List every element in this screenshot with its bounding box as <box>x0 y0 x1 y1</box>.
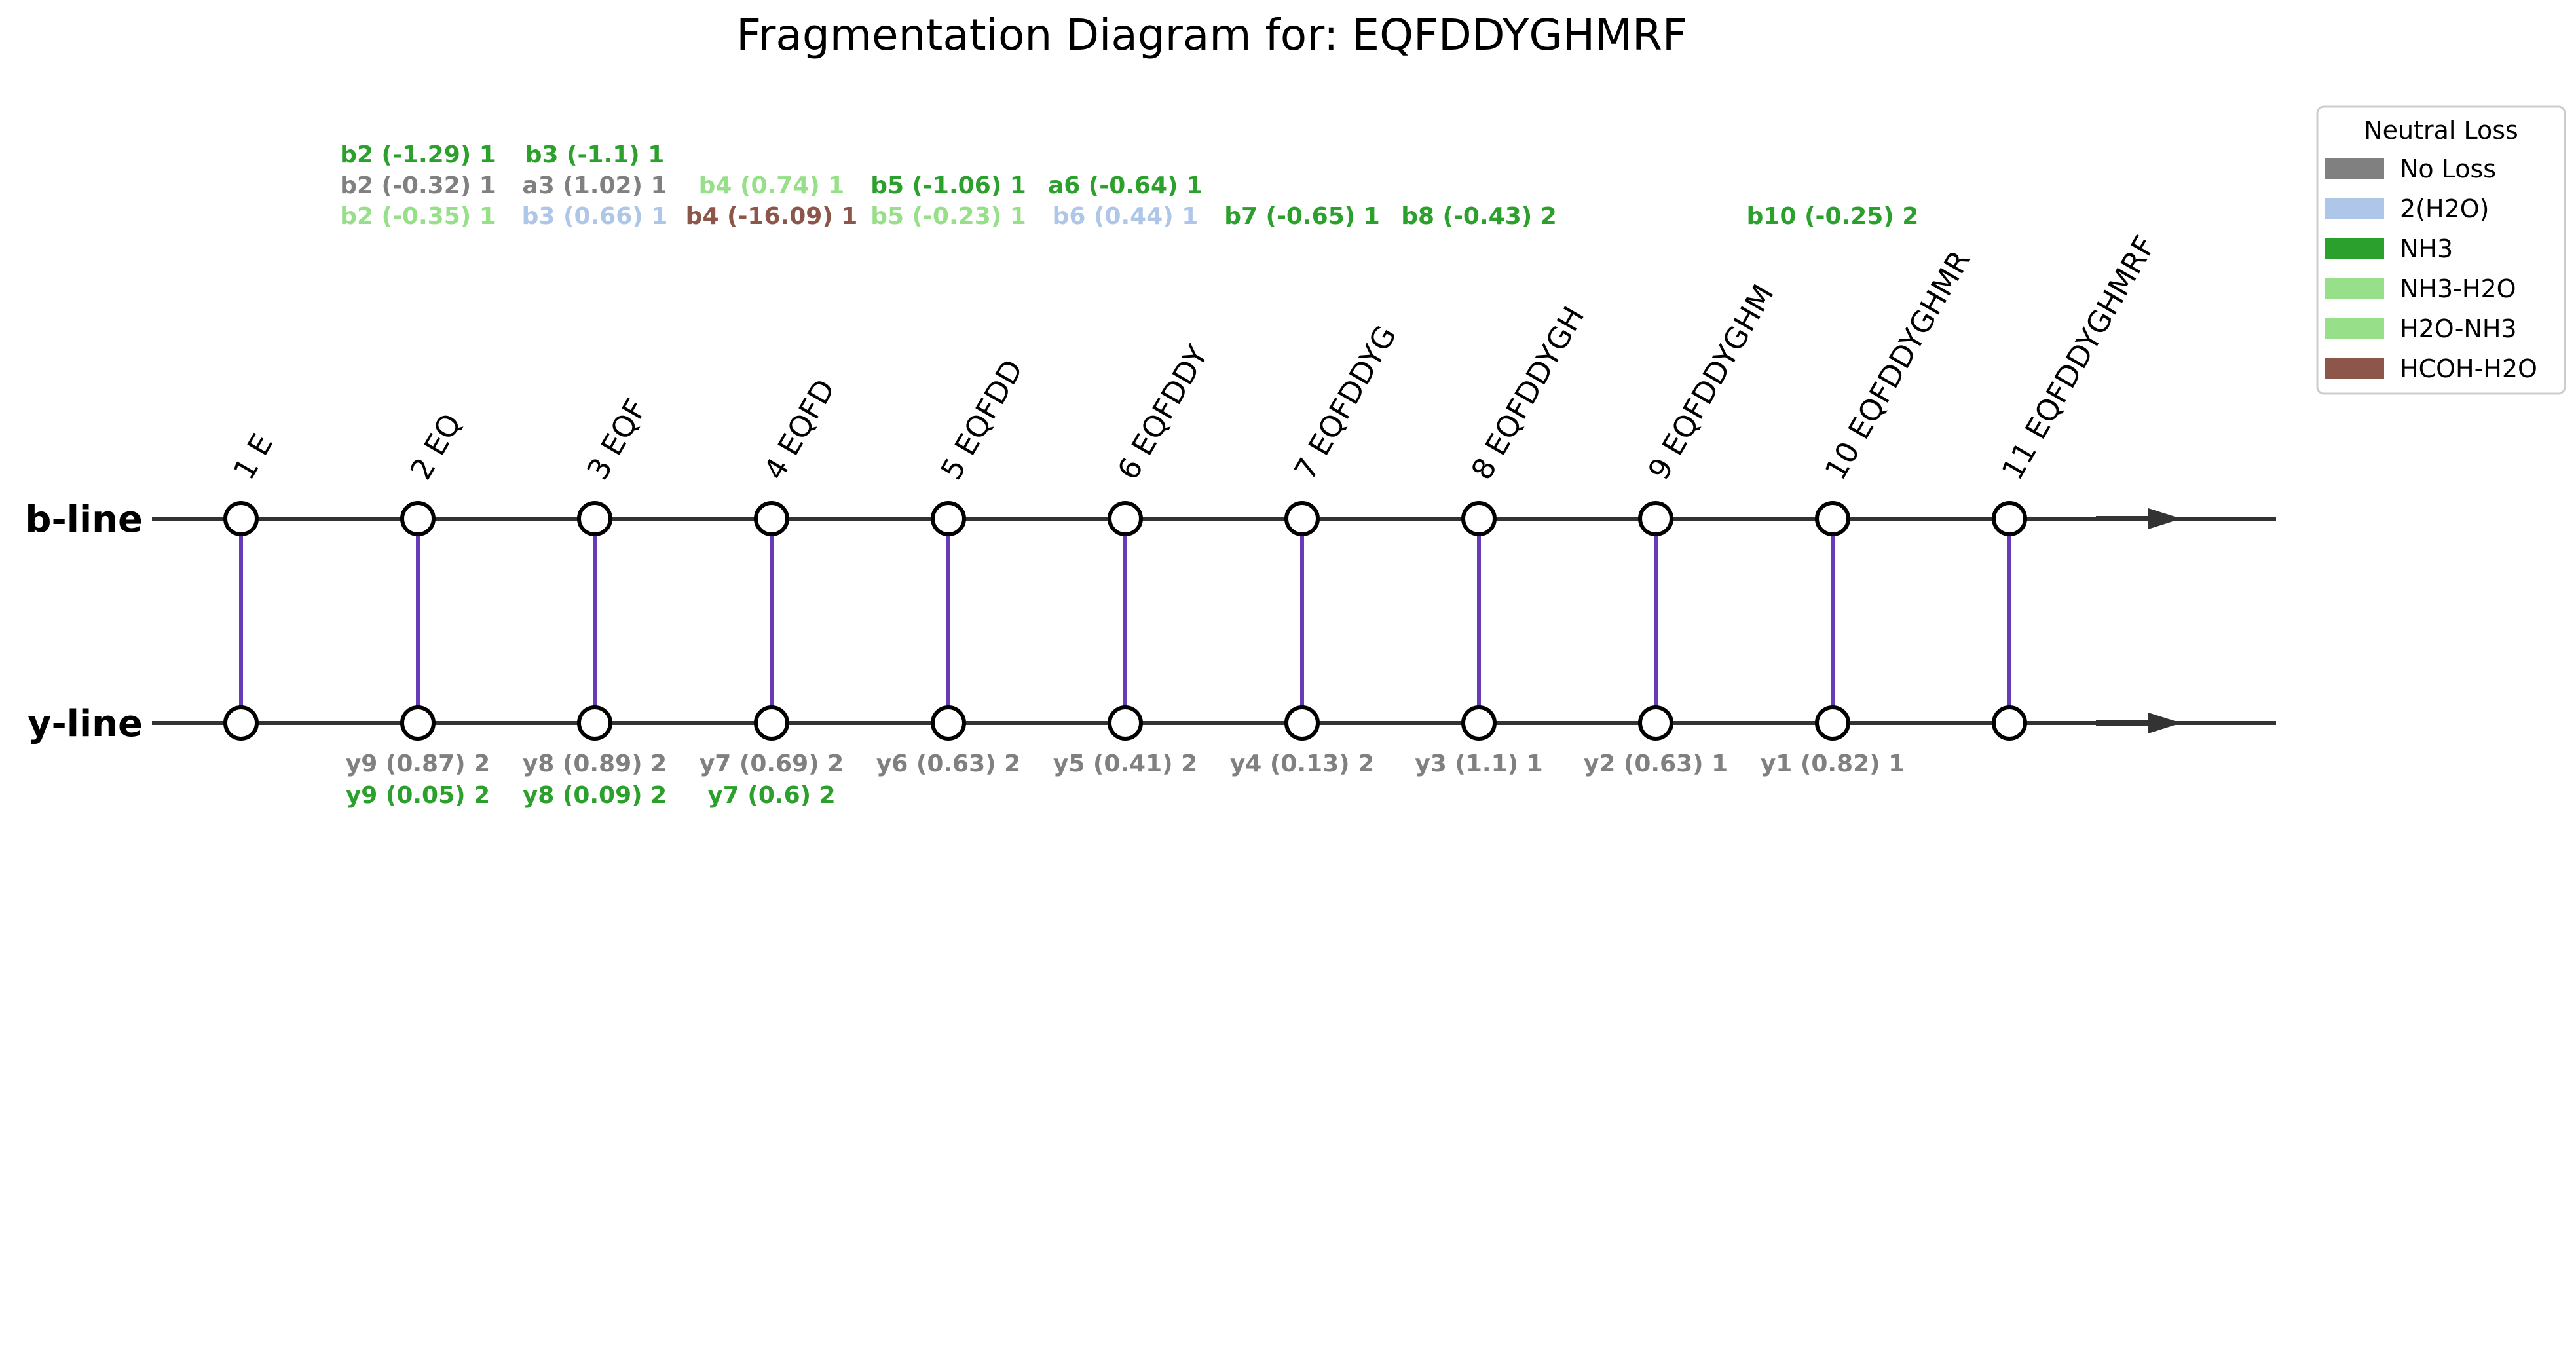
y-line-label: y-line <box>28 703 143 745</box>
b-ion-label: b4 (-16.09) 1 <box>686 203 858 230</box>
legend-label: No Loss <box>2400 155 2496 183</box>
y-ion-label: y3 (1.1) 1 <box>1415 751 1542 777</box>
legend-label: H2O-NH3 <box>2400 314 2517 343</box>
y-node <box>1284 705 1320 741</box>
backbone-lines <box>152 508 2276 733</box>
prefix-label: 2 EQ <box>403 408 468 486</box>
legend-swatch <box>2325 198 2384 219</box>
diagram-title: Fragmentation Diagram for: EQFDDYGHMRF <box>736 10 1687 60</box>
b-node <box>577 501 612 536</box>
b-ion-label: b3 (-1.1) 1 <box>525 141 665 168</box>
y-ion-label: y1 (0.82) 1 <box>1761 751 1905 777</box>
y-ion-labels: y9 (0.87) 2 y9 (0.05) 2 y8 (0.89) 2 y8 (0.0… <box>346 751 1905 809</box>
y-ion-label: y8 (0.89) 2 <box>523 751 667 777</box>
b-ion-label: b3 (0.66) 1 <box>522 203 668 230</box>
prefix-label: 9 EQFDDYGHM <box>1641 278 1781 485</box>
y-node <box>1992 705 2027 741</box>
y-node <box>1108 705 1143 741</box>
legend-swatch <box>2325 318 2384 339</box>
y-ion-label: y7 (0.6) 2 <box>707 782 835 809</box>
y-ion-label: y5 (0.41) 2 <box>1053 751 1197 777</box>
y-ion-label: y2 (0.63) 1 <box>1584 751 1728 777</box>
y-node <box>223 705 259 741</box>
y-node <box>931 705 966 741</box>
b-line-arrow-head <box>2148 508 2181 529</box>
b-ion-label: a6 (-0.64) 1 <box>1048 172 1203 199</box>
b-ion-labels: b2 (-1.29) 1 b2 (-0.32) 1 b2 (-0.35) 1 b3 (… <box>340 141 1918 230</box>
b-node <box>400 501 436 536</box>
b-node <box>1461 501 1497 536</box>
prefix-label: 7 EQFDDYG <box>1288 320 1404 485</box>
b-node <box>1284 501 1320 536</box>
y-node <box>577 705 612 741</box>
b-node <box>1638 501 1673 536</box>
legend-label: NH3 <box>2400 234 2453 263</box>
prefix-label: 3 EQF <box>580 393 654 485</box>
legend-label: HCOH-H2O <box>2400 354 2537 383</box>
b-ion-label: a3 (1.02) 1 <box>522 172 667 199</box>
b-node <box>1815 501 1850 536</box>
prefix-labels: 1 E 2 EQ 3 EQF 4 EQFD 5 EQFDD 6 EQFDDY 7 EQFDD… <box>227 230 2163 486</box>
y-node <box>400 705 436 741</box>
legend-swatch <box>2325 158 2384 179</box>
cleavage-nodes <box>223 501 2027 741</box>
b-node <box>1108 501 1143 536</box>
y-node <box>754 705 789 741</box>
y-ion-label: y4 (0.13) 2 <box>1230 751 1374 777</box>
connector-lines <box>239 519 2011 723</box>
y-ion-label: y6 (0.63) 2 <box>876 751 1020 777</box>
b-node <box>754 501 789 536</box>
b-ion-label: b7 (-0.65) 1 <box>1224 203 1380 230</box>
y-node <box>1815 705 1850 741</box>
prefix-label: 4 EQFD <box>757 373 842 485</box>
y-ion-label: y8 (0.09) 2 <box>523 782 667 809</box>
b-line-label: b-line <box>25 498 143 541</box>
prefix-label: 8 EQFDDYGH <box>1465 301 1592 486</box>
y-node <box>1461 705 1497 741</box>
legend-title: Neutral Loss <box>2364 116 2518 145</box>
b-ion-label: b10 (-0.25) 2 <box>1747 203 1919 230</box>
y-line-arrow-head <box>2148 713 2181 733</box>
b-ion-label: b5 (-0.23) 1 <box>870 203 1026 230</box>
b-ion-label: b8 (-0.43) 2 <box>1401 203 1557 230</box>
legend-swatch <box>2325 358 2384 379</box>
y-ion-label: y7 (0.69) 2 <box>700 751 844 777</box>
y-node <box>1638 705 1673 741</box>
prefix-label: 11 EQFDDYGHMRF <box>1995 230 2163 486</box>
b-ion-label: b2 (-0.35) 1 <box>340 203 496 230</box>
b-ion-label: b2 (-0.32) 1 <box>340 172 496 199</box>
legend-swatch <box>2325 238 2384 259</box>
b-ion-label: b5 (-1.06) 1 <box>870 172 1026 199</box>
prefix-label: 1 E <box>227 428 280 485</box>
prefix-label: 6 EQFDDY <box>1111 339 1216 486</box>
b-node <box>931 501 966 536</box>
legend-label: 2(H2O) <box>2400 195 2490 223</box>
legend-swatch <box>2325 278 2384 299</box>
b-ion-label: b6 (0.44) 1 <box>1053 203 1199 230</box>
b-ion-label: b4 (0.74) 1 <box>699 172 845 199</box>
legend-label: NH3-H2O <box>2400 274 2516 303</box>
b-ion-label: b2 (-1.29) 1 <box>340 141 496 168</box>
prefix-label: 5 EQFDD <box>934 354 1030 485</box>
y-ion-label: y9 (0.87) 2 <box>346 751 490 777</box>
prefix-label: 10 EQFDDYGHMR <box>1818 244 1977 485</box>
b-node <box>223 501 259 536</box>
y-ion-label: y9 (0.05) 2 <box>346 782 490 809</box>
b-node <box>1992 501 2027 536</box>
